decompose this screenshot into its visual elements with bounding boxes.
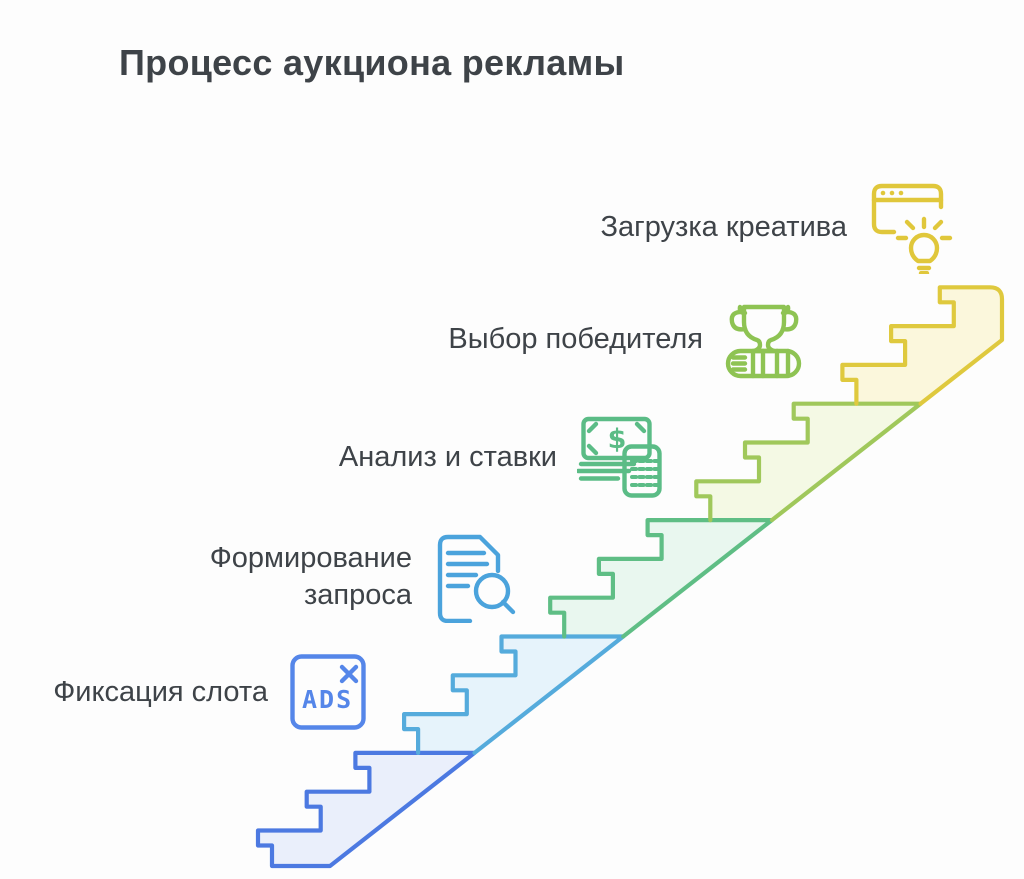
text-lines	[445, 550, 490, 589]
money-calculator-icon: $	[577, 414, 663, 500]
step-row-slot: Фиксация слота ADS	[53, 652, 368, 732]
stair-segment-fill-1	[258, 752, 475, 866]
banknote-corners	[586, 421, 647, 456]
stair-segment-outline-4	[694, 401, 923, 523]
bulb-base	[916, 265, 932, 274]
stair-segment-outline-3	[548, 518, 774, 639]
magnifier-glass	[473, 572, 511, 610]
document-page	[437, 534, 501, 623]
stair-segment-fill-4	[696, 403, 921, 521]
stair-segment-outline-5	[840, 285, 1005, 406]
ads-window-icon: ADS	[288, 652, 368, 732]
trophy-icon	[723, 298, 805, 380]
close-icon	[339, 664, 359, 684]
browser-lightbulb-icon	[867, 180, 955, 274]
calculator-buttons	[630, 459, 661, 487]
banknote	[581, 416, 652, 461]
document-search-icon	[432, 531, 518, 623]
calculator-body	[622, 444, 662, 498]
stair-segment-fill-3	[550, 520, 772, 637]
base-roll-lines	[730, 355, 748, 372]
magnifier-handle	[500, 599, 516, 615]
ads-frame	[290, 654, 366, 730]
browser-window	[871, 183, 944, 235]
step-label: Анализ и ставки	[338, 440, 557, 473]
step-label: Формирование запроса	[209, 542, 412, 611]
step-label: Выбор победителя	[448, 322, 703, 355]
stair-segment-fill-2	[404, 636, 624, 753]
bulb-rays	[895, 216, 953, 241]
step-row-creative: Загрузка креатива	[601, 180, 955, 274]
step-row-analysis: Анализ и ставки $	[339, 414, 663, 500]
trophy-handle-left	[729, 309, 748, 332]
browser-dots	[880, 190, 904, 196]
lightbulb	[908, 232, 940, 264]
step-label: Фиксация слота	[53, 675, 268, 708]
ads-label: ADS	[302, 685, 353, 714]
step-row-request: Формирование запроса	[164, 531, 518, 623]
stair-segment-outline-1	[255, 750, 477, 869]
trophy-handle-right	[780, 309, 799, 332]
dollar-sign: $	[608, 424, 627, 455]
page-title: Процесс аукциона рекламы	[119, 42, 625, 83]
stair-segment-outline-2	[402, 634, 626, 755]
trophy-cup	[741, 304, 787, 354]
step-label: Загрузка креатива	[600, 210, 847, 243]
base-segments	[750, 348, 791, 379]
stair-segment-fill-5	[842, 287, 1002, 404]
step-row-winner: Выбор победителя	[448, 298, 805, 380]
